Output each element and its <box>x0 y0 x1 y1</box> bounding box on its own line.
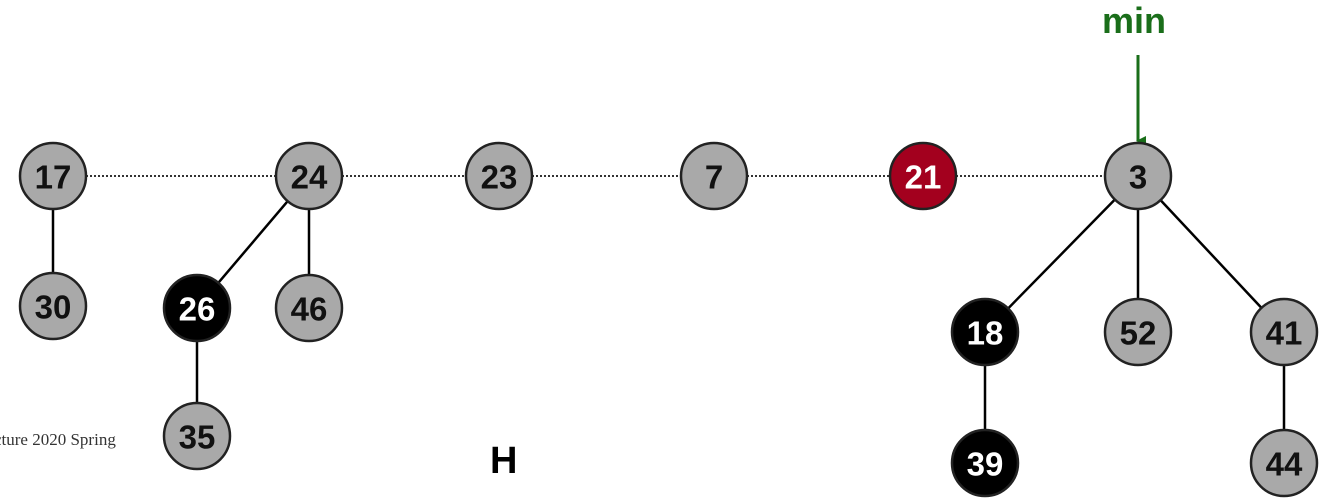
node-circle <box>274 141 344 211</box>
heap-nodes: 17 30 24 26 46 35 23 7 21 3 18 52 41 39 44 <box>18 141 1319 498</box>
node-key: 26 <box>179 291 216 328</box>
heap-node-41: 41 <box>1249 297 1319 367</box>
footer-text: cture 2020 Spring <box>0 430 116 449</box>
heap-node-18: 18 <box>950 297 1020 367</box>
node-circle <box>18 141 88 211</box>
node-key: 39 <box>967 446 1004 483</box>
node-key: 41 <box>1266 315 1303 352</box>
heap-node-24: 24 <box>274 141 344 211</box>
heap-node-3: 3 <box>1103 141 1173 211</box>
heap-node-26: 26 <box>162 273 232 343</box>
node-key: 17 <box>35 159 72 196</box>
node-circle <box>274 273 344 343</box>
node-circle <box>1249 428 1319 498</box>
node-circle <box>1249 297 1319 367</box>
node-key: 21 <box>905 159 942 196</box>
node-circle <box>464 141 534 211</box>
node-key: 30 <box>35 289 72 326</box>
edge-n3-n41 <box>1159 199 1263 309</box>
edge-n24-n26 <box>217 200 289 284</box>
node-circle <box>1103 141 1173 211</box>
node-circle <box>18 271 88 341</box>
node-key: 35 <box>179 419 216 456</box>
node-circle <box>950 428 1020 498</box>
heap-node-35: 35 <box>162 401 232 471</box>
edge-n3-n18 <box>1007 198 1116 310</box>
node-key: 18 <box>967 315 1004 352</box>
node-key: 52 <box>1120 315 1157 352</box>
heap-node-7: 7 <box>679 141 749 211</box>
heap-node-46: 46 <box>274 273 344 343</box>
min-pointer-label: min <box>1102 0 1167 41</box>
child-edges <box>51 198 1286 430</box>
node-circle <box>679 141 749 211</box>
heap-label: H <box>490 440 518 482</box>
heap-node-39: 39 <box>950 428 1020 498</box>
heap-node-52: 52 <box>1103 297 1173 367</box>
node-circle <box>888 141 958 211</box>
node-key: 3 <box>1129 159 1147 196</box>
node-circle <box>1103 297 1173 367</box>
heap-node-21: 21 <box>888 141 958 211</box>
node-circle <box>950 297 1020 367</box>
node-circle <box>162 401 232 471</box>
node-key: 24 <box>291 159 328 196</box>
heap-node-23: 23 <box>464 141 534 211</box>
node-key: 7 <box>705 159 723 196</box>
node-key: 23 <box>481 159 518 196</box>
heap-node-17: 17 <box>18 141 88 211</box>
node-key: 44 <box>1266 446 1303 483</box>
heap-node-30: 30 <box>18 271 88 341</box>
node-circle <box>162 273 232 343</box>
node-key: 46 <box>291 291 328 328</box>
heap-node-44: 44 <box>1249 428 1319 498</box>
